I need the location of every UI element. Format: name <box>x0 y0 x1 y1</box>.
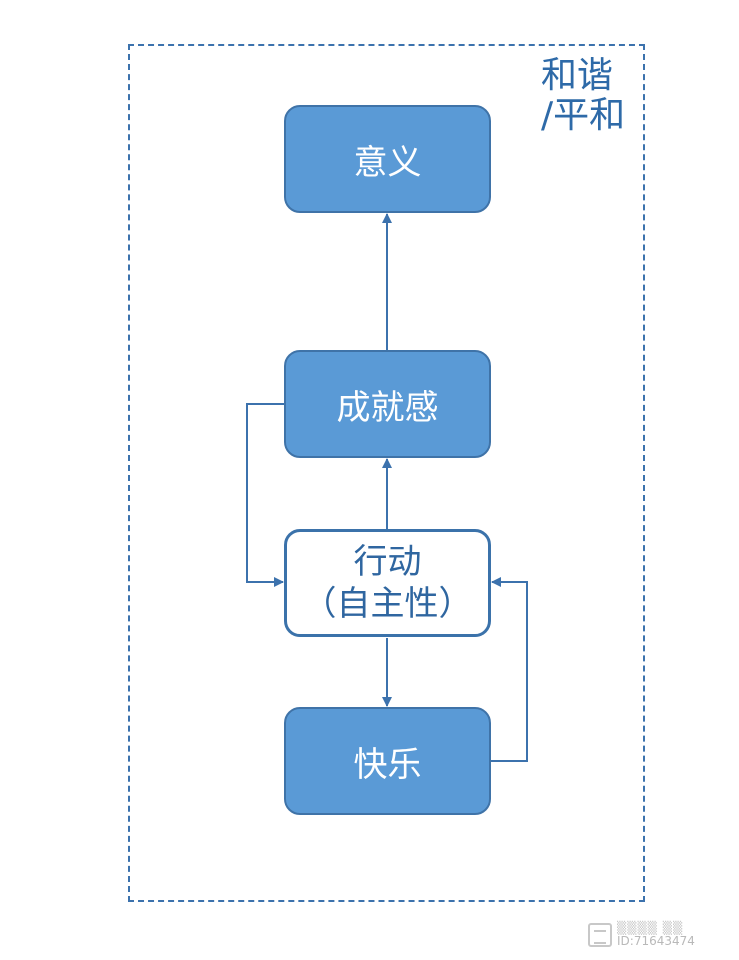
node-meaning-label: 意义 <box>353 142 422 183</box>
watermark-logo-icon <box>588 923 612 947</box>
harmony-frame <box>128 44 645 902</box>
node-achievement: 成就感 <box>284 350 491 458</box>
node-achievement-label: 成就感 <box>336 387 439 428</box>
watermark-blurred-line: ▒▒▒▒ ▒▒ <box>617 921 684 935</box>
node-meaning: 意义 <box>284 105 491 213</box>
arrow-achievement-to-action <box>246 403 284 587</box>
watermark-id: ID:71643474 <box>617 934 695 948</box>
harmony-label-line1: 和谐 <box>541 55 614 96</box>
node-action-line2: （自主性） <box>302 584 473 624</box>
arrow-happiness-to-action <box>491 577 528 762</box>
node-happiness-label: 快乐 <box>353 744 422 785</box>
harmony-label-line2: /平和 <box>541 95 626 136</box>
watermark-text: ▒▒▒▒ ▒▒ ID:71643474 <box>617 922 695 948</box>
watermark: ▒▒▒▒ ▒▒ ID:71643474 <box>588 920 695 950</box>
node-action-line1: 行动 <box>353 542 422 582</box>
node-action: 行动 （自主性） <box>284 529 491 637</box>
node-happiness: 快乐 <box>284 707 491 815</box>
harmony-label: 和谐 /平和 <box>541 56 625 136</box>
